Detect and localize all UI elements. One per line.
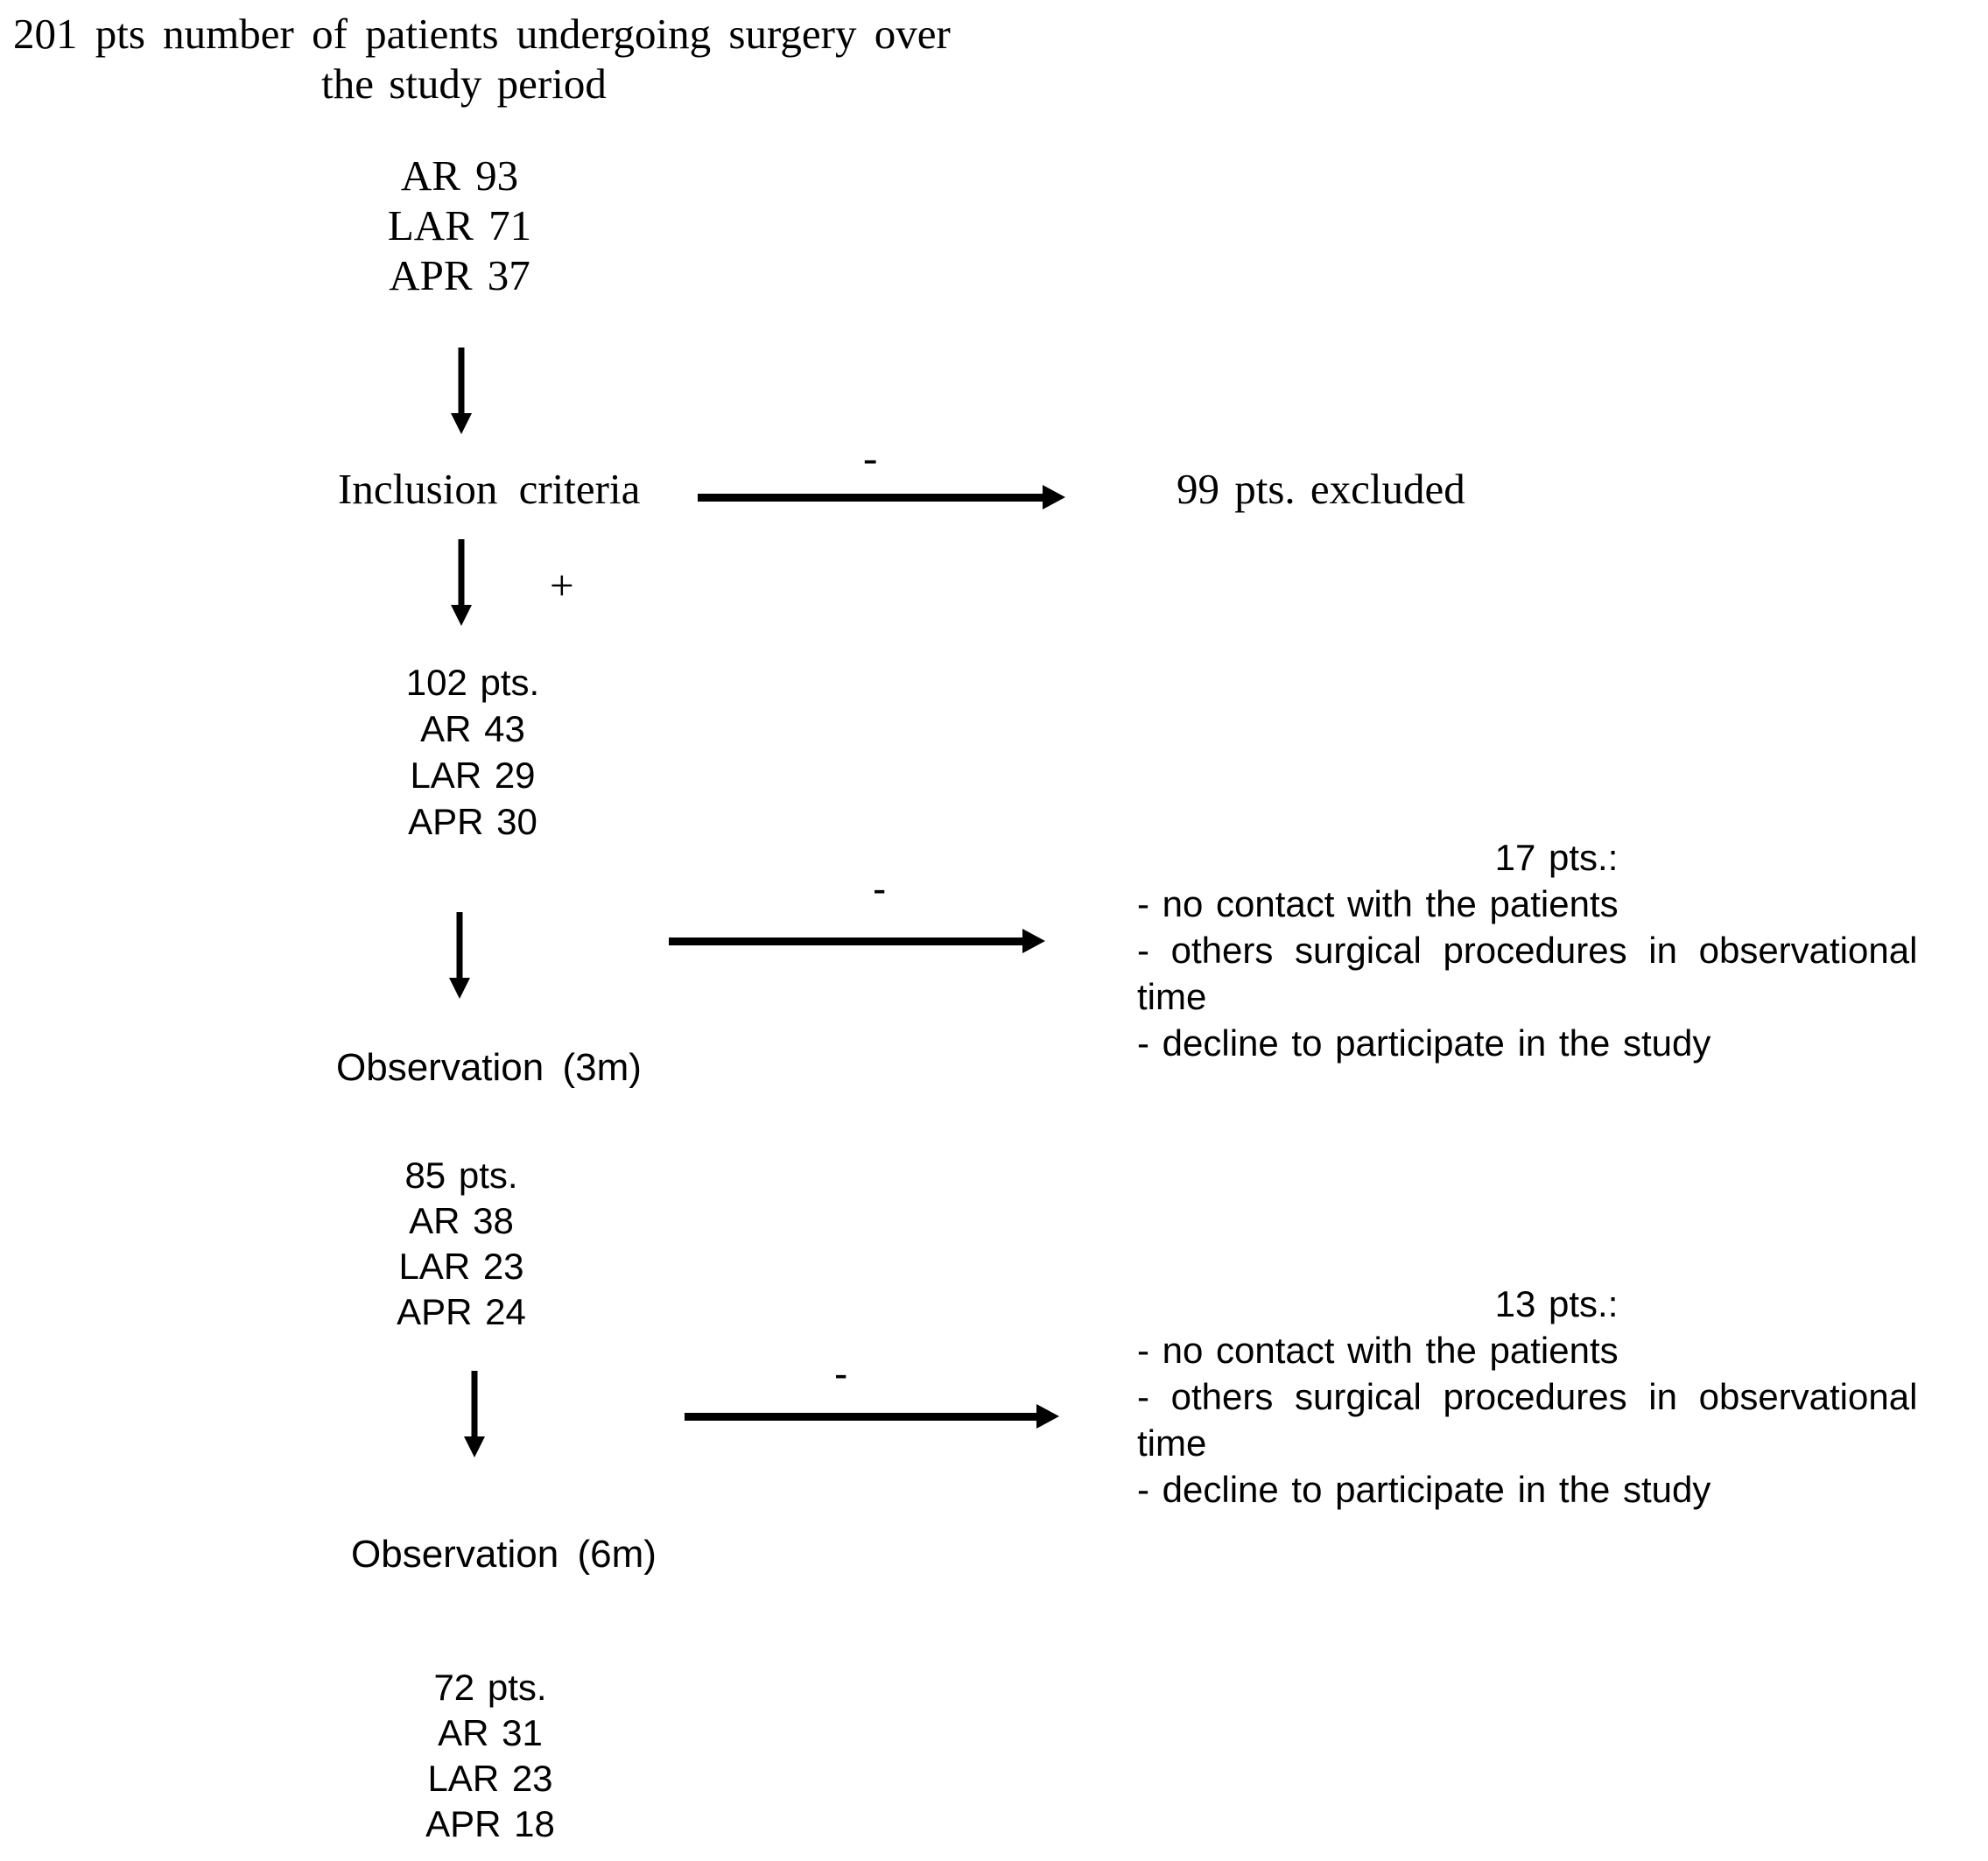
arrow-head	[464, 1436, 485, 1457]
count-line: APR 37	[389, 251, 530, 299]
exclusion-bullet: - decline to participate in the study	[1137, 1022, 1711, 1064]
count-line: LAR 23	[427, 1758, 553, 1799]
count-line: AR 93	[400, 151, 519, 200]
arrow-head	[451, 413, 472, 434]
exclusion-header: 13 pts.:	[1494, 1283, 1619, 1324]
arrow-line	[685, 1413, 1040, 1421]
count-line: LAR 71	[387, 201, 532, 249]
exclusion-bullet: - decline to participate in the study	[1137, 1469, 1711, 1510]
arrow-stem	[456, 912, 463, 980]
observation-3m-label: Observation (3m)	[336, 1046, 642, 1089]
plus-sign: +	[550, 561, 574, 609]
down-arrow-4	[461, 1371, 488, 1457]
down-arrow-1	[448, 348, 474, 434]
exclusion-bullet: - others surgical procedures in observat…	[1137, 1376, 1918, 1417]
count-line: APR 18	[425, 1803, 555, 1844]
exclusion-bullet: - no contact with the patients	[1137, 883, 1619, 924]
exclusion-6m-block: 13 pts.: - no contact with the patients …	[1137, 1281, 1976, 1513]
arrow-stem	[458, 348, 465, 415]
arrow-line	[669, 938, 1026, 945]
initial-counts: AR 93 LAR 71 APR 37	[197, 151, 722, 300]
counts-3m: 85 pts. AR 38 LAR 23 APR 24	[199, 1153, 724, 1335]
count-line: APR 30	[408, 801, 537, 842]
title-line-1: 201 pts number of patients undergoing su…	[13, 10, 951, 58]
exclusion-header: 17 pts.:	[1494, 837, 1619, 878]
observation-6m-label: Observation (6m)	[351, 1533, 657, 1576]
exclusion-3m-block: 17 pts.: - no contact with the patients …	[1137, 834, 1976, 1066]
count-line: AR 38	[409, 1200, 514, 1241]
count-line: AR 43	[420, 708, 525, 749]
count-line: APR 24	[397, 1291, 526, 1332]
minus-sign-3: -	[834, 1351, 848, 1396]
exclusion-bullet: - no contact with the patients	[1137, 1330, 1619, 1371]
title-line-2: the study period	[321, 60, 607, 108]
count-line: 85 pts.	[404, 1155, 518, 1196]
arrow-head	[449, 978, 470, 999]
exclusion-bullet-wrap: time	[1137, 976, 1207, 1017]
count-line: LAR 29	[410, 755, 536, 796]
count-line: 72 pts.	[433, 1667, 547, 1708]
minus-sign-1: -	[863, 433, 878, 481]
exclusion-bullet-wrap: time	[1137, 1422, 1207, 1464]
right-arrow-1	[698, 482, 1065, 512]
arrow-line	[698, 494, 1046, 502]
arrow-head	[1036, 1404, 1059, 1429]
down-arrow-3	[446, 912, 473, 999]
excluded-label: 99 pts. excluded	[1177, 465, 1465, 513]
inclusion-criteria-label: Inclusion criteria	[338, 465, 641, 513]
down-arrow-2	[448, 539, 474, 626]
counts-6m: 72 pts. AR 31 LAR 23 APR 18	[228, 1665, 753, 1847]
minus-sign-2: -	[873, 866, 887, 911]
arrow-stem	[471, 1371, 478, 1438]
after-inclusion-counts: 102 pts. AR 43 LAR 29 APR 30	[210, 659, 735, 845]
count-line: LAR 23	[398, 1246, 524, 1287]
count-line: AR 31	[438, 1712, 543, 1753]
arrow-head	[1043, 485, 1065, 509]
arrow-head	[451, 605, 472, 626]
right-arrow-2	[669, 926, 1045, 956]
arrow-stem	[458, 539, 465, 607]
arrow-head	[1022, 929, 1045, 953]
right-arrow-3	[685, 1401, 1059, 1431]
exclusion-bullet: - others surgical procedures in observat…	[1137, 930, 1918, 971]
count-line: 102 pts.	[405, 662, 540, 703]
